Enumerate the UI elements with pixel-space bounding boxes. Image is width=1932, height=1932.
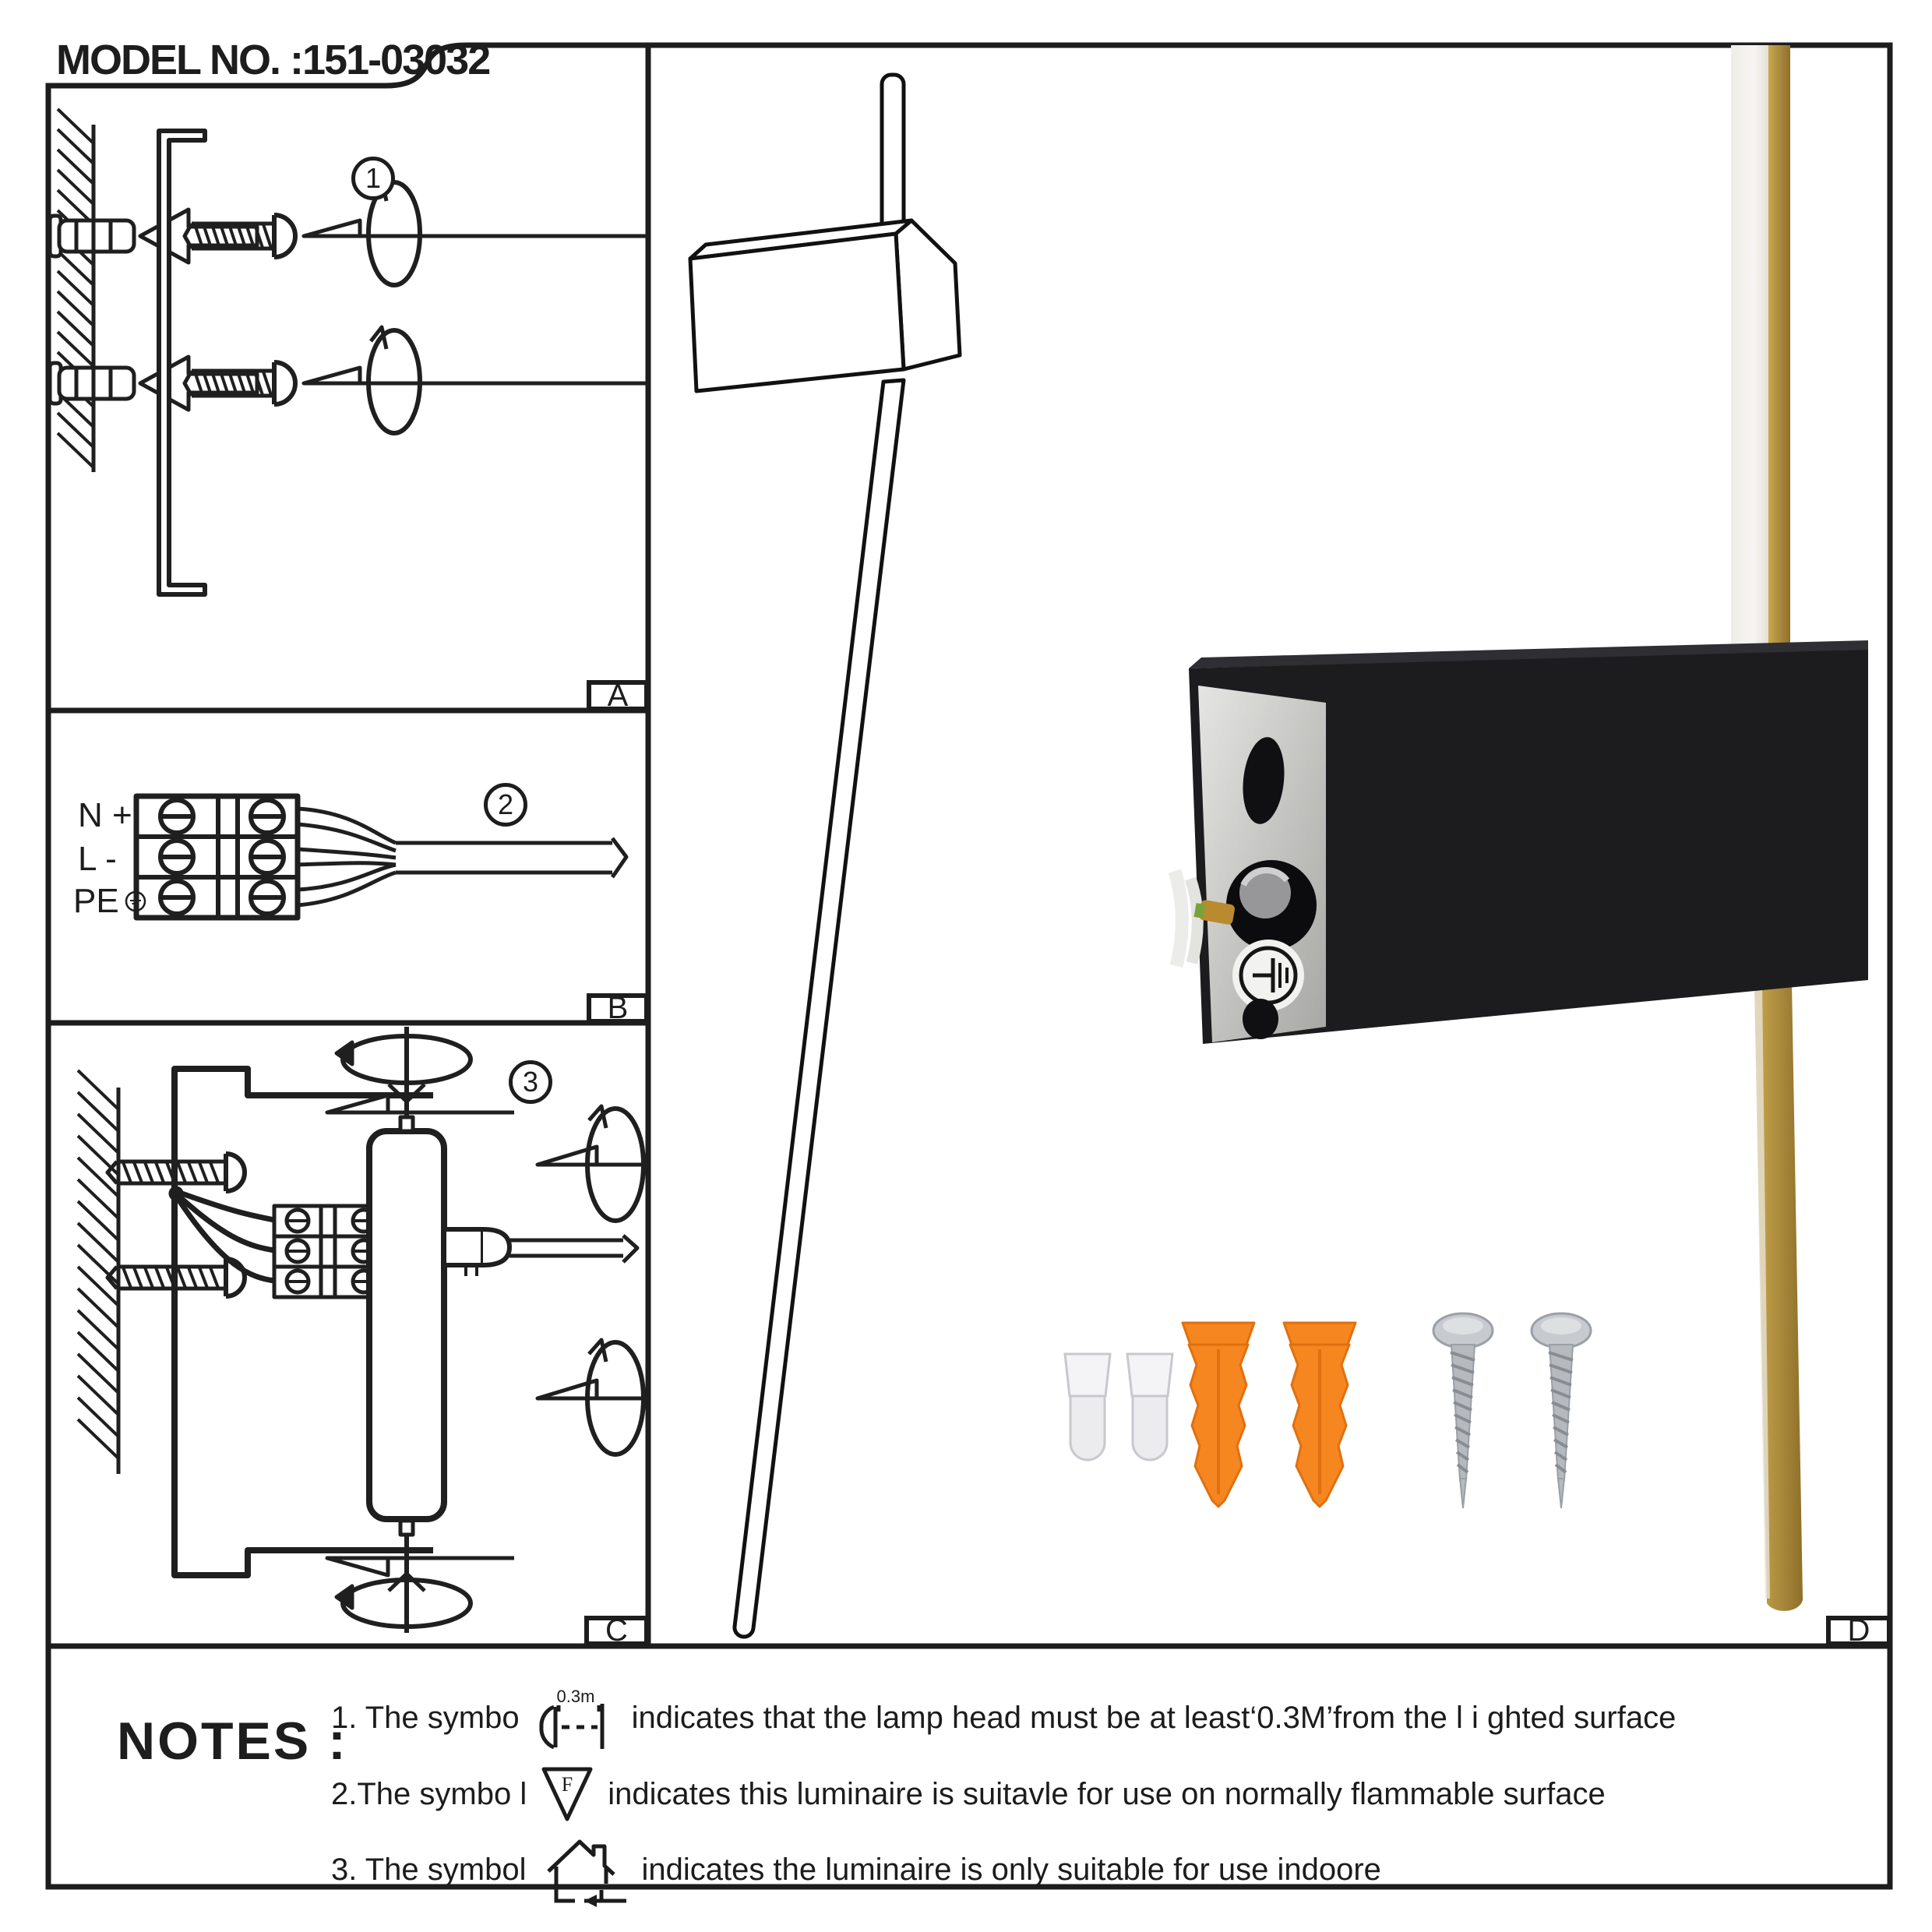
light-rod-lower <box>1754 983 1803 1611</box>
terminal-and-wires <box>1168 869 1235 968</box>
indoor-use-only-icon <box>546 1839 626 1907</box>
housing-top-face <box>1189 640 1868 668</box>
product-photo <box>1168 45 1868 1611</box>
wall-plug-anchor <box>1282 1321 1357 1508</box>
model-number: MODEL NO. :151-03032 <box>56 37 491 83</box>
side-rotation-lower <box>535 1338 648 1457</box>
mounting-bracket-profile <box>157 129 207 597</box>
earth-ground-icon <box>1253 958 1289 992</box>
housing-black-box <box>1189 650 1868 1044</box>
screwing-rotation-top <box>301 177 648 287</box>
panel-label-c: C <box>584 1613 649 1648</box>
canopy-profile <box>171 1066 433 1578</box>
panel-label-b: B <box>587 991 649 1025</box>
step-number-1: 1 <box>351 157 395 200</box>
terminal-block <box>133 793 301 921</box>
page-frame <box>45 42 1893 1890</box>
min-distance-0-3m-icon: 0.3m <box>539 1687 605 1749</box>
rod-rotation-top <box>325 1034 514 1133</box>
arrow-icon <box>387 1083 426 1104</box>
flammable-surface-f-icon: F <box>541 1767 593 1821</box>
svg-text:0.3m: 0.3m <box>556 1687 594 1706</box>
screw-bottom <box>182 360 298 407</box>
svg-text:F: F <box>562 1773 573 1796</box>
mains-cable <box>297 806 629 908</box>
terminal-label-earth: PE <box>73 882 147 921</box>
note-prefix: 2.The symbo l <box>331 1776 527 1811</box>
panel-b-diagram <box>133 793 629 921</box>
outer-border <box>45 42 1893 1890</box>
wires-from-wall <box>168 1186 275 1284</box>
note-line-1: 1. The symbo 0.3m indicates that the lam… <box>331 1684 1676 1751</box>
rotate-arrow-icon <box>587 1338 608 1363</box>
wire-cap <box>1063 1352 1112 1461</box>
step-number-2: 2 <box>484 783 527 827</box>
note-prefix: 3. The symbol <box>331 1852 527 1887</box>
notes-heading: NOTES : <box>117 1712 348 1771</box>
panel-d-line-art <box>688 72 962 1639</box>
wire-cap <box>1126 1352 1174 1461</box>
terminal-label-neutral: N + <box>78 796 132 834</box>
driver-box-3d <box>688 218 962 393</box>
note-suffix: indicates the luminaire is only suitable… <box>641 1852 1381 1887</box>
note-prefix: 1. The symbo <box>331 1700 520 1735</box>
panel-a-diagram <box>48 108 648 597</box>
note-line-2: 2.The symbo l F indicates this luminaire… <box>331 1759 1606 1829</box>
rotate-arrow-icon <box>369 325 389 350</box>
arrow-icon <box>387 1571 426 1592</box>
mounting-screw <box>1432 1312 1494 1509</box>
lamp-body <box>366 1128 447 1522</box>
rod-lower <box>732 378 906 1639</box>
mounting-plate <box>1168 686 1326 1042</box>
note-suffix: indicates that the lamp head must be at … <box>631 1700 1676 1735</box>
light-rod-upper <box>1731 45 1790 700</box>
panel-dividers <box>48 45 1890 1649</box>
cable-break <box>610 837 629 879</box>
screw-top <box>182 213 298 259</box>
panel-label-a: A <box>587 679 649 713</box>
pivot-pin <box>1239 867 1291 918</box>
hardware-kit-photo <box>1063 1312 1592 1509</box>
rod-rotation-bottom <box>325 1518 514 1629</box>
rotate-arrow-icon <box>587 1104 608 1129</box>
earth-ground-icon <box>125 890 146 912</box>
wall-hatch <box>76 1069 121 1474</box>
wall-plug-anchor <box>1181 1321 1256 1508</box>
screwing-rotation-bottom <box>301 325 648 435</box>
step-number-3: 3 <box>509 1060 552 1104</box>
terminal-screws <box>158 798 286 916</box>
note-line-3: 3. The symbol indicates the luminaire is… <box>331 1832 1381 1907</box>
side-rotation-upper <box>535 1104 648 1223</box>
cable-socket <box>442 1227 640 1276</box>
note-suffix: indicates this luminaire is suitavle for… <box>608 1776 1606 1811</box>
mounting-screw <box>1530 1312 1592 1509</box>
earth-sticker <box>1232 940 1304 1011</box>
wall-hatch <box>56 108 96 472</box>
plate-slot-bottom <box>1243 999 1278 1039</box>
terminal-label-live: L - <box>78 840 117 878</box>
panel-label-d: D <box>1826 1613 1891 1648</box>
panel-c-diagram <box>76 1027 648 1633</box>
plate-slot-top <box>1243 737 1285 824</box>
